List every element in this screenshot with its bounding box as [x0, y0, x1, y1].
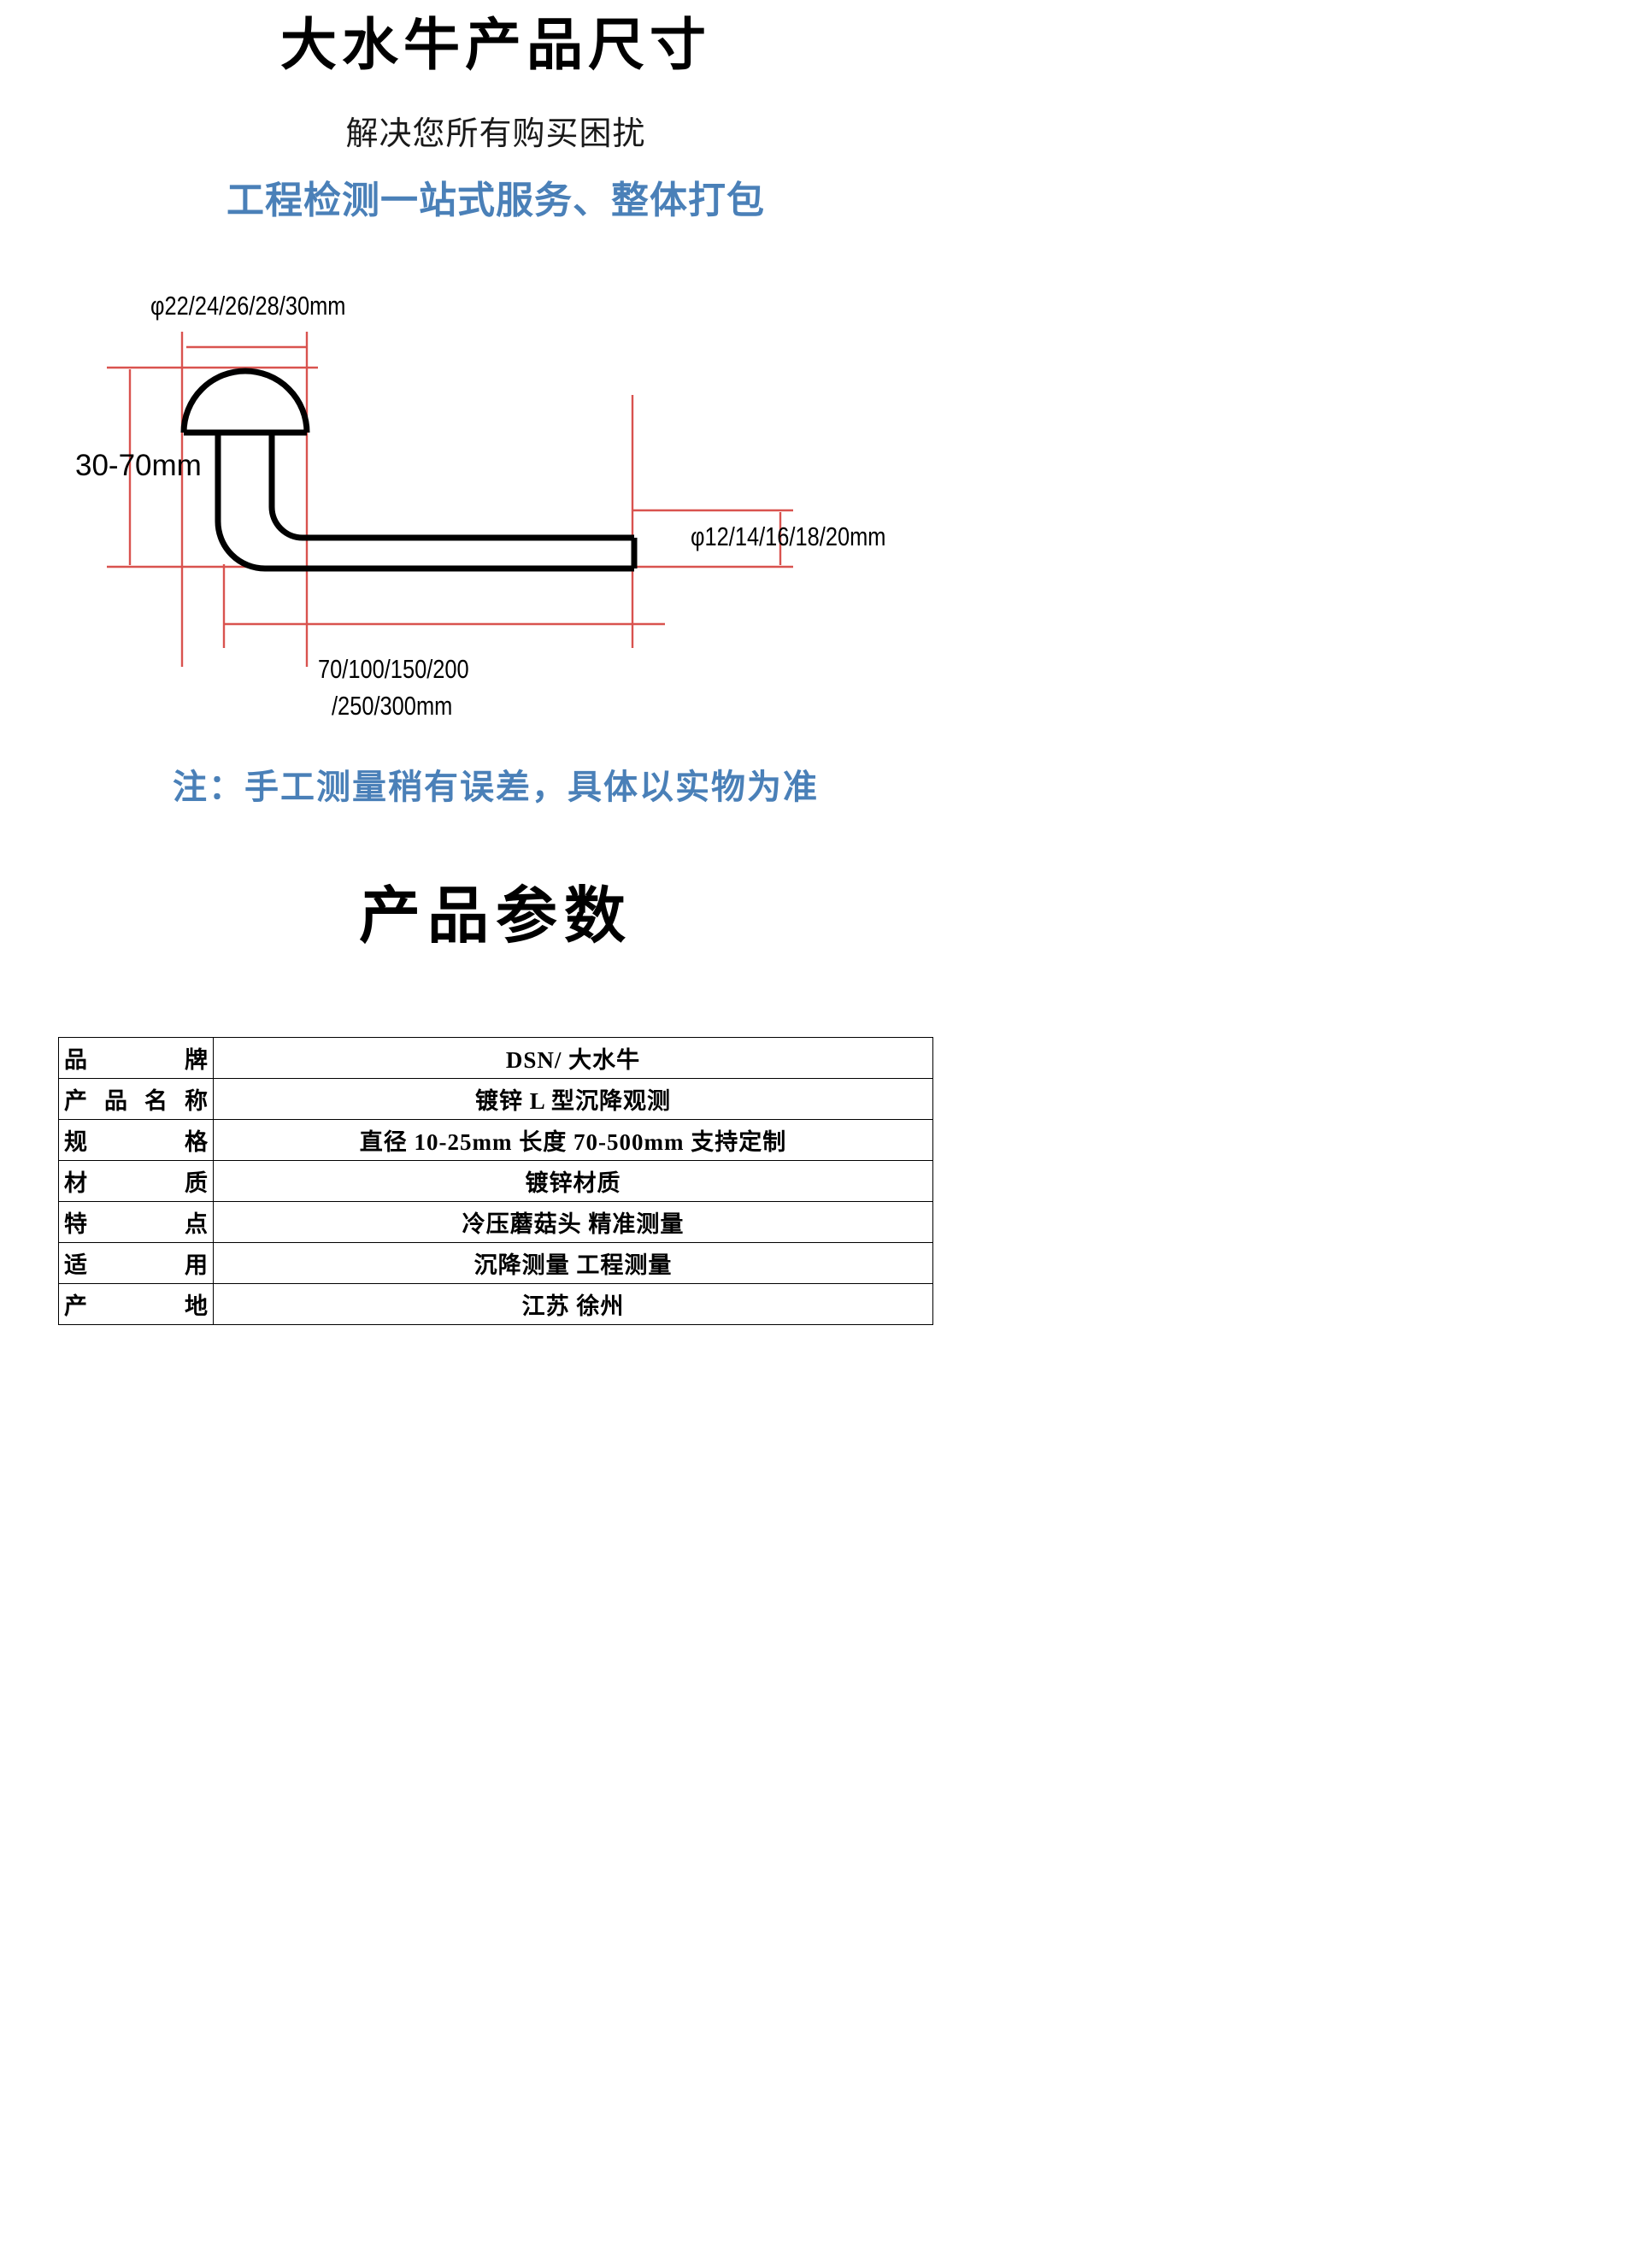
rod-elbow-inner-bend — [268, 506, 303, 541]
table-row: 适用 沉降测量 工程测量 — [58, 1242, 933, 1284]
spec-key: 产地 — [58, 1283, 214, 1325]
spec-value: 镀锌材质 — [213, 1160, 933, 1202]
section-heading-product-parameters: 产品参数 — [358, 882, 632, 951]
spec-value: 冷压蘑菇头 精准测量 — [213, 1201, 933, 1243]
spec-key: 品牌 — [58, 1037, 214, 1079]
mushroom-head-dome — [180, 368, 310, 433]
table-row: 品牌 DSN/ 大水牛 — [58, 1037, 933, 1079]
part-outline-group — [180, 368, 638, 572]
spec-key: 产品名称 — [58, 1078, 214, 1120]
spec-key: 规格 — [58, 1119, 214, 1161]
table-row: 材质 镀锌材质 — [58, 1160, 933, 1202]
spec-key: 适用 — [58, 1242, 214, 1284]
spec-key: 特点 — [58, 1201, 214, 1243]
rod-elbow-outer-bend — [215, 521, 266, 572]
spec-table-body: 品牌 DSN/ 大水牛 产品名称 镀锌 L 型沉降观测 规格 直径 10-25m… — [58, 1037, 933, 1325]
page-title: 大水牛产品尺寸 — [280, 15, 711, 77]
table-row: 特点 冷压蘑菇头 精准测量 — [58, 1201, 933, 1243]
spec-key: 材质 — [58, 1160, 214, 1202]
table-row: 规格 直径 10-25mm 长度 70-500mm 支持定制 — [58, 1119, 933, 1161]
product-dimension-diagram — [0, 265, 991, 744]
dimension-drawing-svg — [107, 332, 793, 667]
measurement-note: 注：手工测量稍有误差，具体以实物为准 — [173, 768, 819, 806]
page-subtitle: 解决您所有购买困扰 — [345, 116, 646, 152]
spec-table-container: 品牌 DSN/ 大水牛 产品名称 镀锌 L 型沉降观测 规格 直径 10-25m… — [58, 1037, 933, 1325]
rod-diameter-label: φ12/14/16/18/20mm — [691, 521, 886, 551]
head-diameter-label: φ22/24/26/28/30mm — [150, 291, 346, 321]
spec-value: 直径 10-25mm 长度 70-500mm 支持定制 — [213, 1119, 933, 1161]
dimension-lines-group — [107, 332, 793, 667]
table-row: 产地 江苏 徐州 — [58, 1283, 933, 1325]
length-label-line1: 70/100/150/200 — [318, 654, 469, 684]
spec-value: 江苏 徐州 — [213, 1283, 933, 1325]
service-tagline: 工程检测一站式服务、整体打包 — [226, 180, 765, 221]
spec-value: 镀锌 L 型沉降观测 — [213, 1078, 933, 1120]
height-label: 30-70mm — [75, 449, 202, 482]
spec-value: 沉降测量 工程测量 — [213, 1242, 933, 1284]
product-spec-table: 品牌 DSN/ 大水牛 产品名称 镀锌 L 型沉降观测 规格 直径 10-25m… — [58, 1037, 933, 1325]
table-row: 产品名称 镀锌 L 型沉降观测 — [58, 1078, 933, 1120]
spec-value: DSN/ 大水牛 — [213, 1037, 933, 1079]
length-label-line2: /250/300mm — [332, 691, 453, 721]
